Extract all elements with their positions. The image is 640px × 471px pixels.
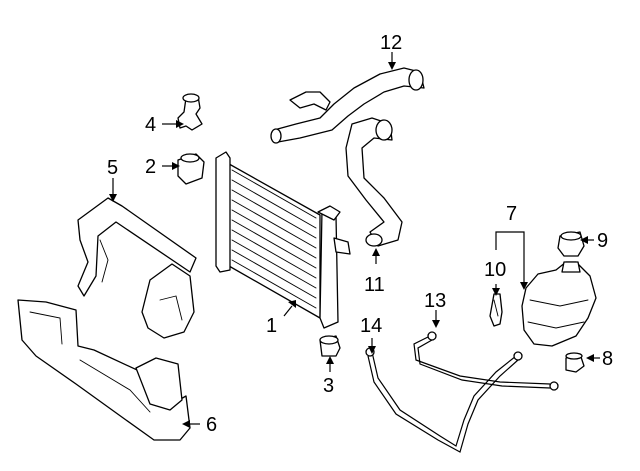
mount-bushing bbox=[177, 153, 205, 185]
callout-labels: 1 2 3 4 5 6 7 8 9 10 11 12 13 14 bbox=[107, 32, 613, 436]
callout-1: 1 bbox=[266, 315, 277, 337]
lower-mount bbox=[319, 335, 341, 357]
callout-6: 6 bbox=[206, 414, 217, 436]
callout-4: 4 bbox=[145, 114, 156, 136]
callout-10: 10 bbox=[484, 259, 506, 281]
callout-14: 14 bbox=[360, 315, 382, 337]
callout-9: 9 bbox=[597, 230, 608, 252]
callout-12: 12 bbox=[380, 32, 402, 54]
radiator-support-lower bbox=[17, 299, 191, 441]
level-sensor bbox=[489, 293, 503, 327]
lower-hose bbox=[345, 117, 403, 247]
radiator bbox=[215, 151, 351, 329]
reservoir-cap bbox=[557, 231, 585, 257]
reservoir-mount bbox=[565, 352, 585, 373]
radiator-support-upper bbox=[77, 197, 197, 339]
callout-13: 13 bbox=[424, 290, 446, 312]
upper-hose bbox=[270, 67, 425, 144]
callout-11: 11 bbox=[364, 274, 385, 296]
leader-lines bbox=[109, 52, 600, 428]
callout-8: 8 bbox=[602, 348, 613, 370]
callout-5: 5 bbox=[107, 157, 118, 179]
callout-3: 3 bbox=[323, 375, 334, 397]
vent-hose bbox=[413, 331, 559, 391]
callout-7: 7 bbox=[506, 203, 517, 225]
overflow-hose bbox=[365, 347, 523, 453]
drain-plug bbox=[177, 93, 203, 131]
coolant-reservoir bbox=[521, 261, 597, 347]
callout-2: 2 bbox=[145, 156, 156, 178]
